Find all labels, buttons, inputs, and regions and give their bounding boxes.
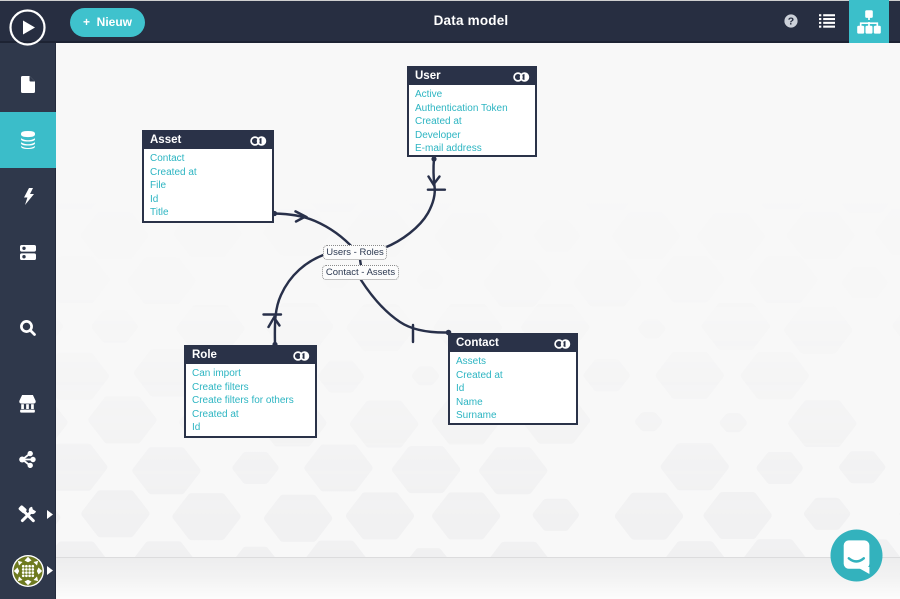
svg-text:?: ?: [788, 16, 794, 28]
